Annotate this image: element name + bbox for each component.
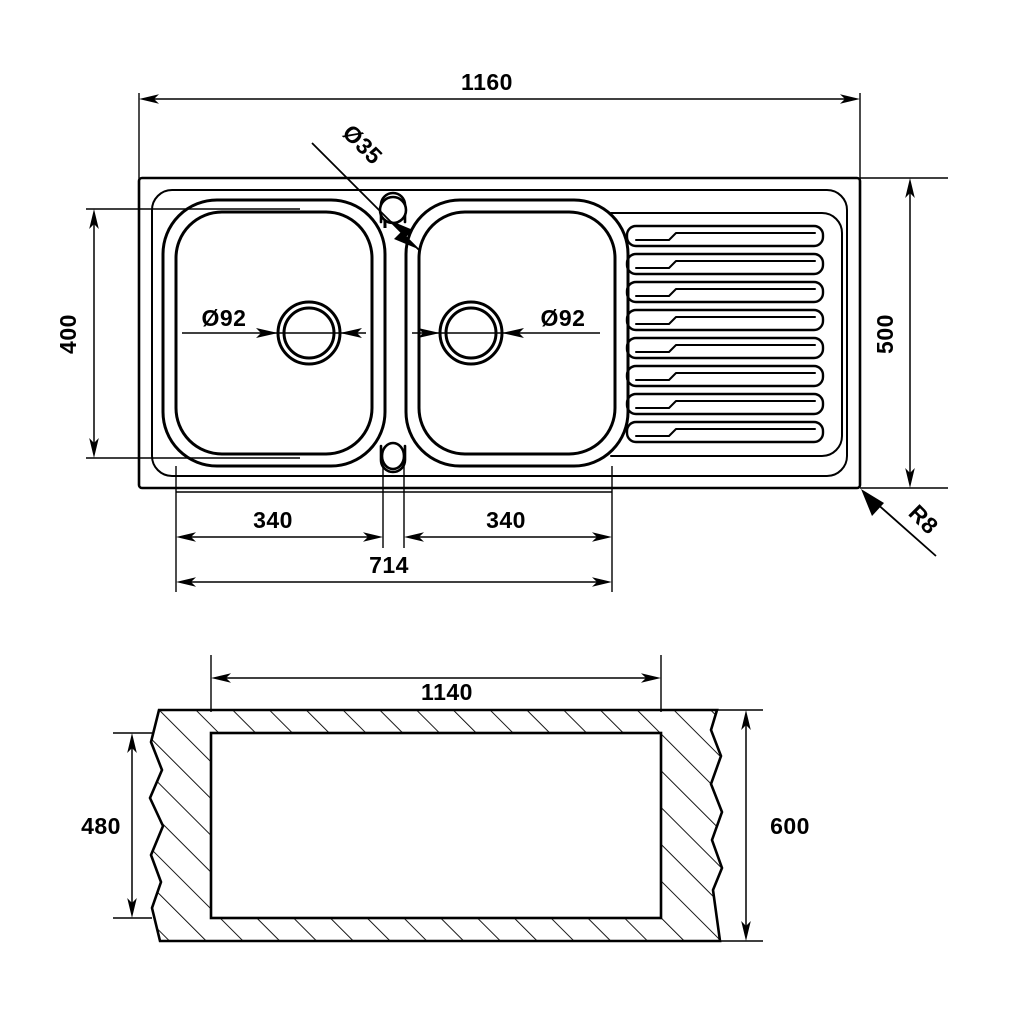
drainer-surround <box>610 212 843 457</box>
dim-label-cutout-depth: 480 <box>81 813 121 839</box>
dimension-overall-width: 1160 <box>139 69 860 104</box>
right-bowl-outer <box>404 198 630 468</box>
worktop-cutout-edge <box>209 731 663 920</box>
dim-label-cutout-width: 1140 <box>421 679 473 705</box>
drainer-groove <box>625 280 825 304</box>
cutout-view-group: 1140 480 600 <box>81 655 810 943</box>
drainer-grooves-group <box>625 224 825 444</box>
drainer-groove <box>625 336 825 360</box>
dimension-tap-hole: Ø35 <box>311 119 421 252</box>
overflow-hole-boss <box>379 444 407 474</box>
dimension-overall-depth: 500 <box>860 177 948 489</box>
worktop-cutout-opening <box>211 733 661 918</box>
drainer-groove <box>625 392 825 416</box>
tap-hole <box>378 195 408 225</box>
left-bowl-inner <box>174 210 374 456</box>
dimension-cutout-width: 1140 <box>210 655 662 712</box>
dimension-waste-right: Ø92 <box>412 305 600 338</box>
dimension-worktop-depth: 600 <box>717 709 810 942</box>
drainer-groove <box>625 420 825 444</box>
dimension-corner-radius: R8 <box>861 489 944 557</box>
left-bowl-outer <box>161 198 387 468</box>
centre-divider-group <box>378 191 408 474</box>
dim-label-worktop-depth: 600 <box>770 813 810 839</box>
dim-label-bowl-left: 340 <box>253 507 293 533</box>
dim-label-bowls-span: 714 <box>369 552 409 578</box>
sink-outer-rim <box>137 176 862 490</box>
dim-label-bowl-right: 340 <box>486 507 526 533</box>
dim-label-waste-right: Ø92 <box>541 305 586 331</box>
overflow-hole <box>380 441 406 471</box>
drainer-groove <box>625 308 825 332</box>
sink-inner-rim <box>151 189 848 477</box>
extension-lines-top <box>138 93 861 196</box>
dim-label-bowl-depth: 400 <box>55 314 81 354</box>
dim-label-waste-left: Ø92 <box>202 305 247 331</box>
dim-label-overall-width: 1160 <box>461 69 513 95</box>
top-view-group: 1160 <box>55 69 948 592</box>
dimension-bowl-widths: 340 340 714 <box>175 466 613 592</box>
dim-label-tap-hole: Ø35 <box>338 119 388 169</box>
dim-label-overall-depth: 500 <box>872 314 898 354</box>
drainer-groove <box>625 224 825 248</box>
drainer-groove <box>625 252 825 276</box>
drainer-groove <box>625 364 825 388</box>
dimension-bowl-depth: 400 <box>55 208 300 459</box>
dimension-waste-left: Ø92 <box>182 305 366 338</box>
dimension-cutout-depth: 480 <box>81 732 152 919</box>
